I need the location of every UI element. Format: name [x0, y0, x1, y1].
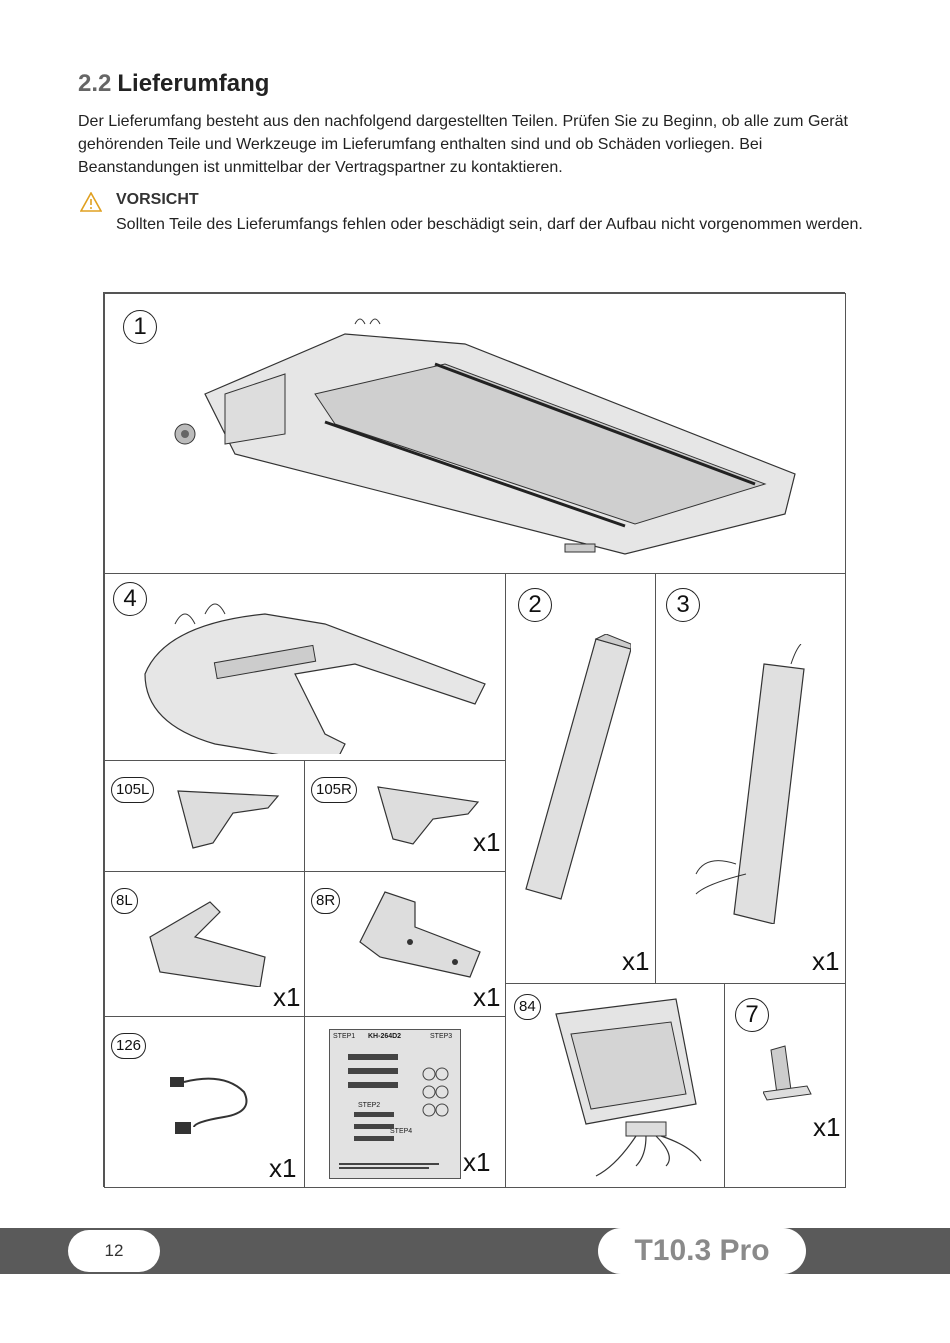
part-7-qty: x1 — [813, 1112, 841, 1142]
tools-bolts-illustration — [339, 1054, 449, 1169]
console-frame-illustration — [144, 603, 486, 754]
part-7-cell: 7 x1 — [724, 983, 846, 1188]
part-number-1: 1 — [123, 310, 157, 344]
model-name: T10.3 Pro — [598, 1228, 806, 1274]
part-2-cell: 2 x1 — [505, 573, 656, 984]
part-number-7: 7 — [735, 998, 769, 1032]
cover-8r-illustration — [359, 891, 481, 978]
part-2-qty: x1 — [622, 946, 650, 976]
part-105l-cell: 105L — [104, 760, 305, 872]
part-label-8l: 8L — [111, 888, 138, 914]
tools-card: STEP1 KH-264D2 STEP3 STEP2 STEP4 — [329, 1029, 461, 1179]
part-8l-qty: x1 — [273, 982, 301, 1012]
upright-right-illustration — [695, 644, 805, 924]
warning-triangle-icon — [80, 192, 102, 212]
tools-step3: STEP3 — [430, 1033, 453, 1040]
cover-105r-illustration — [377, 786, 480, 845]
intro-text: Der Lieferumfang besteht aus den nachfol… — [78, 113, 848, 176]
warning-text: Sollten Teile des Lieferumfangs fehlen o… — [116, 216, 863, 233]
part-126-qty: x1 — [269, 1153, 297, 1183]
part-label-105r: 105R — [311, 777, 357, 803]
part-4-cell: 4 — [104, 573, 506, 761]
part-8l-cell: 8L x1 — [104, 871, 305, 1017]
part-8r-qty: x1 — [473, 982, 501, 1012]
tools-step1: STEP1 — [333, 1033, 356, 1040]
tools-title: KH-264D2 — [368, 1033, 402, 1040]
part-1-cell: 1 — [104, 293, 846, 574]
treadmill-base-illustration — [174, 318, 796, 555]
part-number-2: 2 — [518, 588, 552, 622]
part-label-126: 126 — [111, 1033, 147, 1059]
upright-left-illustration — [525, 634, 631, 900]
section-number: 2.2 — [78, 70, 112, 97]
part-3-cell: 3 x1 — [655, 573, 846, 984]
part-105r-cell: 105R x1 — [304, 760, 506, 872]
page-number: 12 — [68, 1230, 160, 1272]
part-126-cell: 126 x1 — [104, 1016, 305, 1188]
parts-grid: 1 4 2 x1 3 — [103, 292, 846, 1188]
cover-105l-illustration — [177, 790, 280, 849]
part-3-qty: x1 — [812, 946, 840, 976]
tools-step4: STEP4 — [390, 1128, 413, 1135]
part-number-3: 3 — [666, 588, 700, 622]
warning-title: VORSICHT — [116, 191, 199, 208]
part-label-105l: 105L — [111, 777, 155, 803]
tools-step2: STEP2 — [358, 1102, 381, 1109]
part-105-qty: x1 — [473, 827, 501, 857]
part-label-84: 84 — [514, 994, 541, 1020]
cover-8l-illustration — [149, 901, 266, 987]
part-8r-cell: 8R x1 — [304, 871, 506, 1017]
tools-qty: x1 — [463, 1147, 491, 1177]
console-display-illustration — [555, 998, 702, 1177]
part-84-cell: 84 — [505, 983, 725, 1188]
part-number-4: 4 — [113, 582, 147, 616]
tools-cell: STEP1 KH-264D2 STEP3 STEP2 STEP4 x1 — [304, 1016, 506, 1188]
bracket-illustration — [763, 1045, 812, 1101]
power-cable-illustration — [170, 1077, 248, 1134]
section-title: Lieferumfang — [117, 70, 270, 97]
part-label-8r: 8R — [311, 888, 341, 914]
